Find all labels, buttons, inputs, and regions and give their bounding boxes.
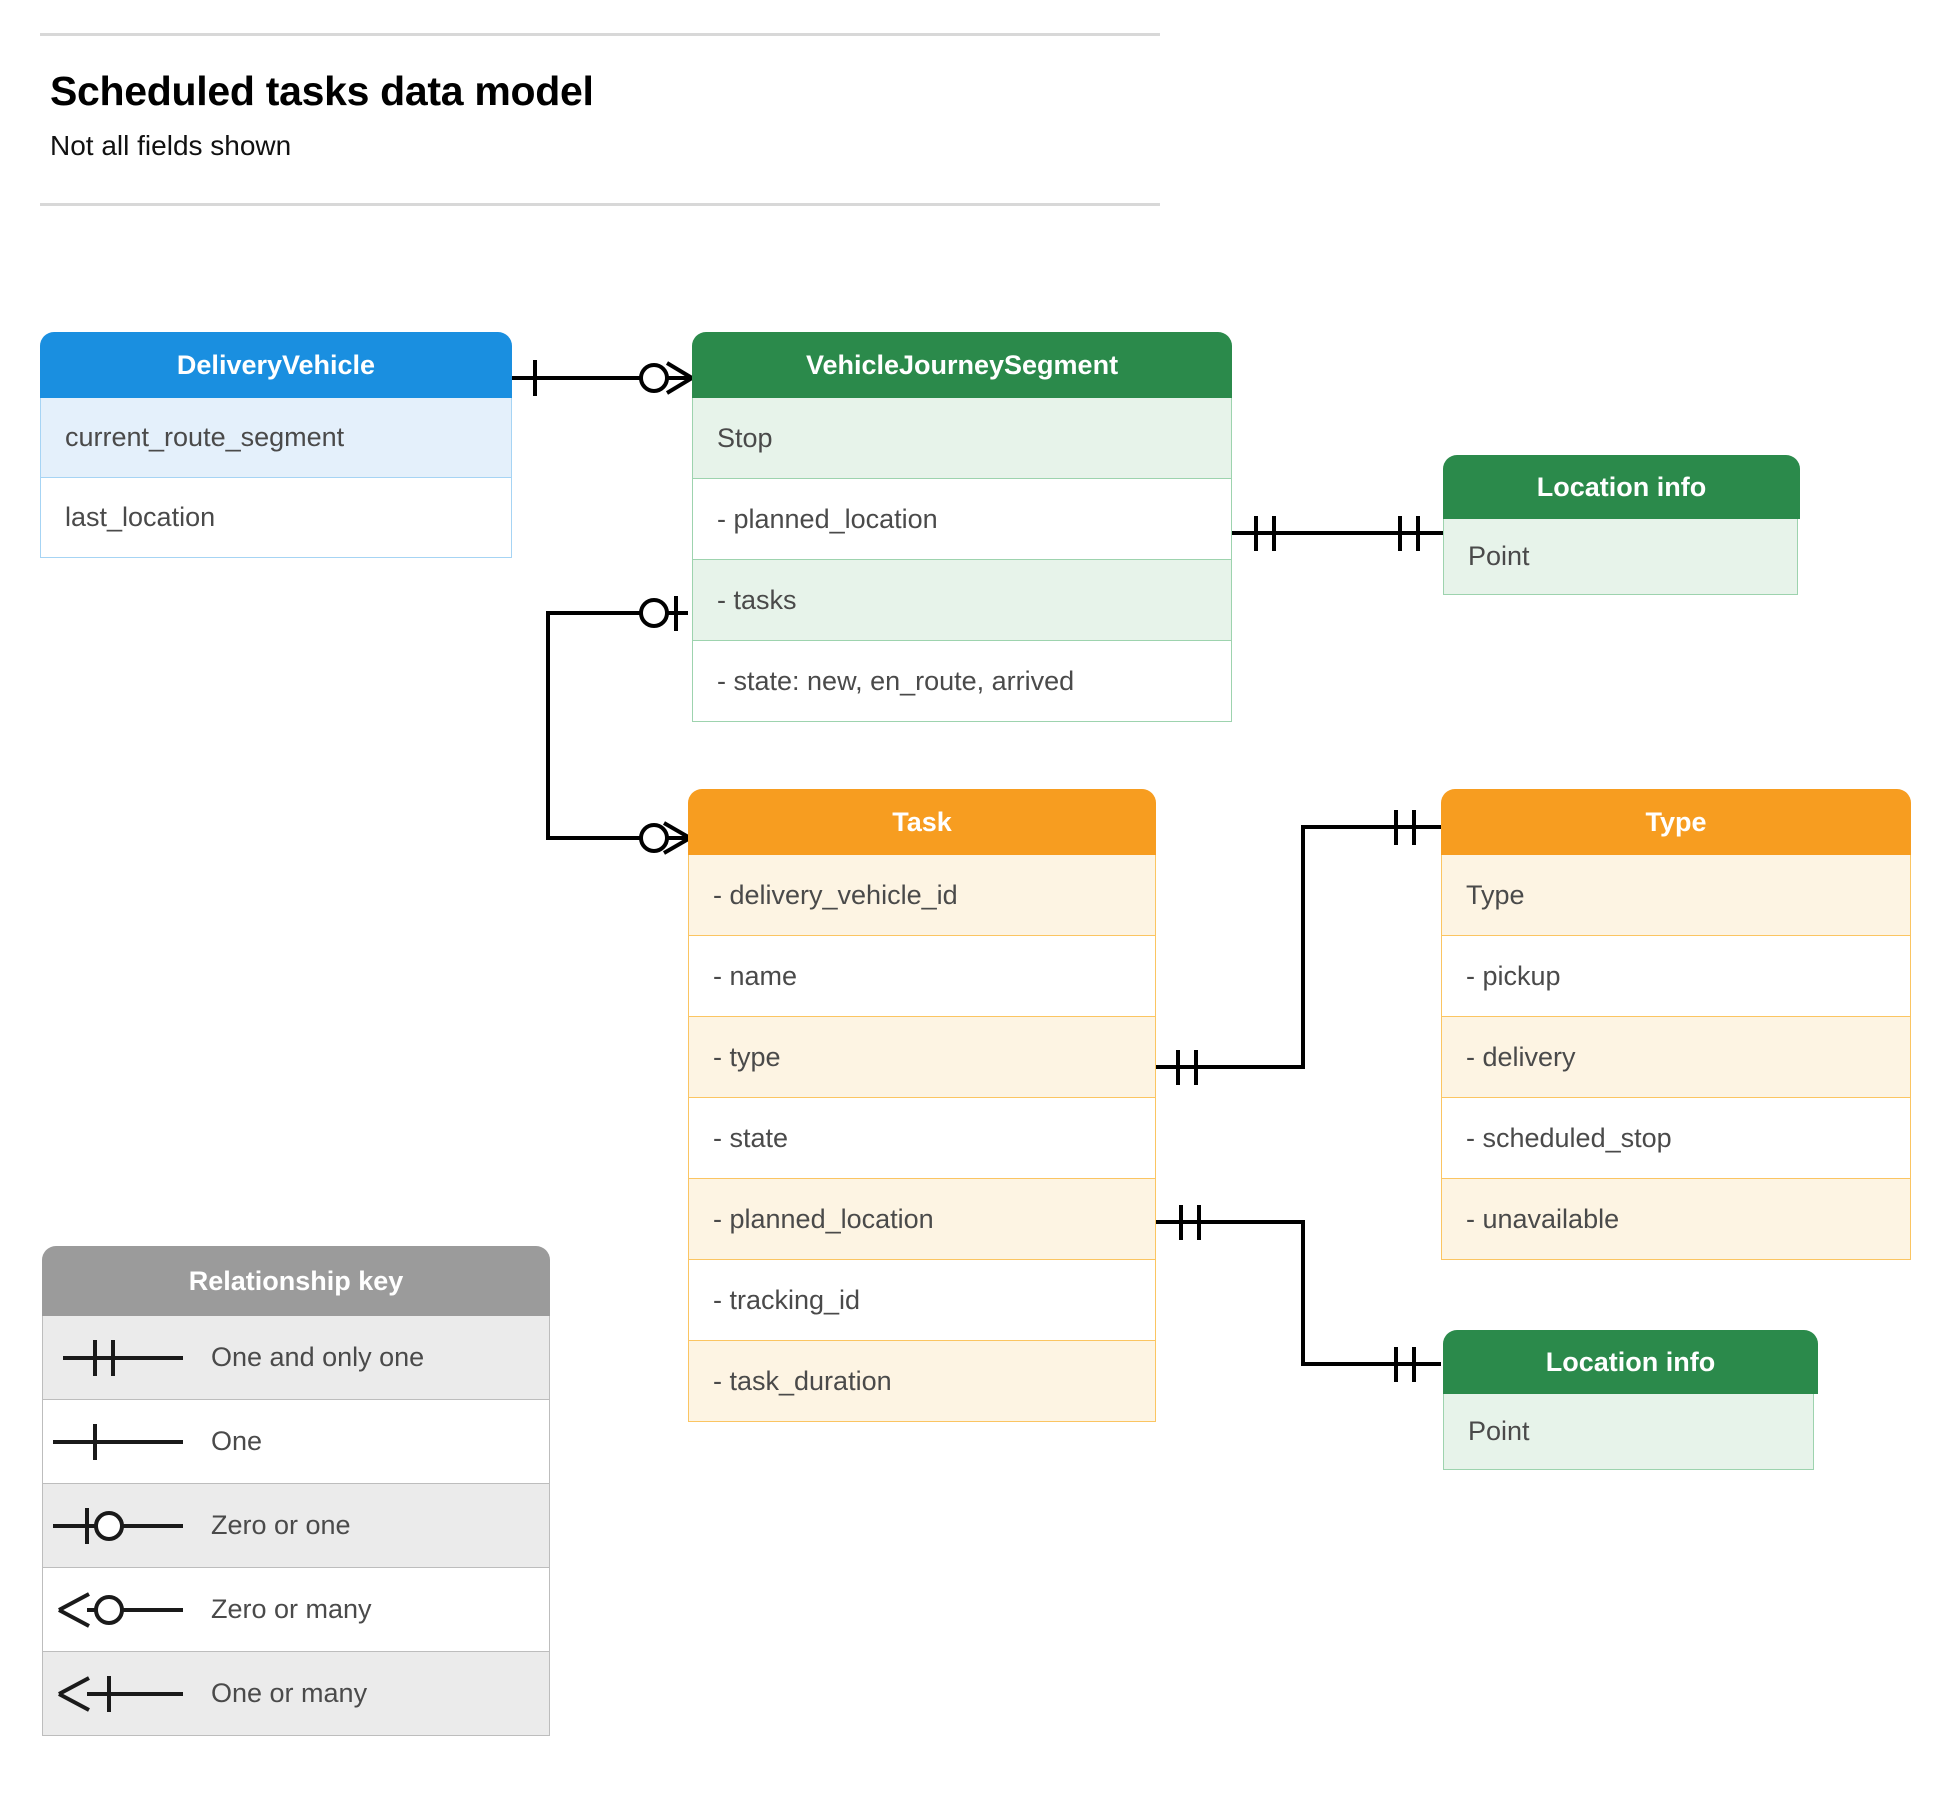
field-row[interactable]: - tasks [692,560,1232,641]
entity-task[interactable]: Task - delivery_vehicle_id - name - type… [688,789,1156,1422]
field-row[interactable]: - state: new, en_route, arrived [692,641,1232,722]
entity-task-title: Task [688,789,1156,855]
legend-item-one-or-many: One or many [42,1652,550,1736]
legend-item-label: Zero or one [211,1510,351,1540]
crowfoot-lower-2 [663,836,691,855]
one-and-only-one-icon [43,1316,193,1399]
crowfoot-upper [665,361,694,380]
legend-item-zero-or-many: Zero or many [42,1568,550,1652]
field-row[interactable]: - scheduled_stop [1441,1098,1911,1179]
entity-location-info-top[interactable]: Location info Point [1443,455,1800,595]
entity-vehicle-journey-segment[interactable]: VehicleJourneySegment Stop - planned_loc… [692,332,1232,722]
entity-type[interactable]: Type Type - pickup - delivery - schedule… [1441,789,1911,1260]
legend-relationship-key: Relationship key One and only one One [42,1246,550,1736]
field-row[interactable]: - name [688,936,1156,1017]
zero-or-one-icon [43,1484,193,1567]
title-rule-bottom [40,203,1160,206]
entity-delivery-vehicle-title: DeliveryVehicle [40,332,512,398]
legend-item-label: One or many [211,1678,368,1708]
connector-task-type [1155,825,1441,1069]
field-row[interactable]: Point [1443,1394,1814,1470]
field-row[interactable]: - state [688,1098,1156,1179]
card-zero-circle [639,363,669,393]
zero-or-many-icon [43,1568,193,1651]
legend-item-label: One and only one [211,1342,425,1372]
legend-title: Relationship key [42,1246,550,1316]
legend-item-one-and-only-one: One and only one [42,1316,550,1400]
connector-task-locationinfo-bottom [1155,1220,1441,1366]
entity-vehicle-journey-segment-title: VehicleJourneySegment [692,332,1232,398]
entity-location-info-bottom[interactable]: Location info Point [1443,1330,1818,1470]
card-zero-circle-3 [639,823,669,853]
page-subtitle: Not all fields shown [50,130,292,161]
page-title: Scheduled tasks data model [50,68,594,114]
field-row[interactable]: - planned_location [688,1179,1156,1260]
entity-type-title: Type [1441,789,1911,855]
one-or-many-icon [43,1652,193,1735]
field-row[interactable]: - task_duration [688,1341,1156,1422]
crowfoot-lower [665,376,694,395]
field-row[interactable]: - planned_location [692,479,1232,560]
legend-item-one: One [42,1400,550,1484]
card-zero-circle-2 [639,598,669,628]
legend-item-label: One [211,1426,263,1456]
field-row[interactable]: Stop [692,398,1232,479]
field-row[interactable]: - type [688,1017,1156,1098]
entity-location-info-top-title: Location info [1443,455,1800,519]
entity-delivery-vehicle[interactable]: DeliveryVehicle current_route_segment la… [40,332,512,558]
field-row[interactable]: Type [1441,855,1911,936]
field-row[interactable]: - pickup [1441,936,1911,1017]
legend-item-zero-or-one: Zero or one [42,1484,550,1568]
field-row[interactable]: - unavailable [1441,1179,1911,1260]
legend-item-label: Zero or many [211,1594,372,1624]
entity-location-info-bottom-title: Location info [1443,1330,1818,1394]
title-rule-top [40,33,1160,36]
field-row[interactable]: - delivery [1441,1017,1911,1098]
crowfoot-upper-2 [663,821,691,840]
one-icon [43,1400,193,1483]
field-row[interactable]: Point [1443,519,1798,595]
field-row[interactable]: - delivery_vehicle_id [688,855,1156,936]
field-row[interactable]: last_location [40,478,512,558]
connector-vjs-task [546,611,688,840]
field-row[interactable]: - tracking_id [688,1260,1156,1341]
field-row[interactable]: current_route_segment [40,398,512,478]
